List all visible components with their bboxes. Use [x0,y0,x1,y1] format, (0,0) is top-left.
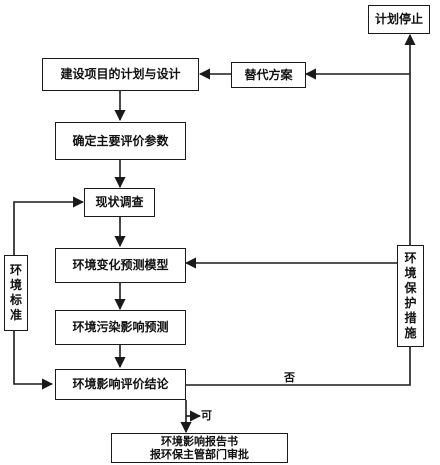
env-standard-char-3: 标 [9,293,22,307]
edge-label-no: 否 [284,371,295,384]
env-protection-char-3: 保 [404,281,417,295]
report-box: 环境影响报告书 报环保主管部门审批 [111,433,288,463]
edge-standard-to-conclusion [13,331,54,390]
env-protection-char-2: 境 [404,266,417,280]
plan-stop-box: 计划停止 [368,5,430,34]
env-protection-char-1: 环 [404,251,417,265]
project-plan-box: 建设项目的计划与设计 [42,58,199,91]
key-params-label: 确定主要评价参数 [72,133,169,148]
project-plan-label: 建设项目的计划与设计 [60,67,181,81]
env-protection-char-4: 护 [404,296,417,310]
alternative-box: 替代方案 [231,62,306,88]
change-model-label: 环境变化预测模型 [72,258,169,272]
change-model-box: 环境变化预测模型 [55,248,186,283]
plan-stop-label: 计划停止 [374,12,423,26]
alternative-label: 替代方案 [244,67,293,82]
conclusion-box: 环境影响评价结论 [55,369,186,400]
conclusion-label: 环境影响评价结论 [72,377,169,391]
env-protection-char-6: 施 [404,326,417,340]
env-standard-char-4: 准 [9,308,22,322]
edge-standard-to-survey [13,196,85,255]
env-protection-char-5: 措 [404,311,417,325]
env-standard-char-2: 境 [9,278,22,292]
env-protection-box: 环 境 保 护 措 施 [397,245,424,347]
report-line-1: 环境影响报告书 [161,435,238,448]
env-standard-box: 环 境 标 准 [4,255,28,331]
pollution-forecast-label: 环境污染影响预测 [72,320,169,334]
edge-label-yes: 可 [201,409,212,422]
env-standard-char-1: 环 [9,263,22,277]
survey-box: 现状调查 [84,188,155,217]
key-params-box: 确定主要评价参数 [55,122,186,160]
pollution-forecast-box: 环境污染影响预测 [55,310,186,345]
survey-label: 现状调查 [95,195,144,209]
report-line-2: 报环保主管部门审批 [150,448,249,461]
edge-conclusion-no-to-stop [186,33,416,386]
